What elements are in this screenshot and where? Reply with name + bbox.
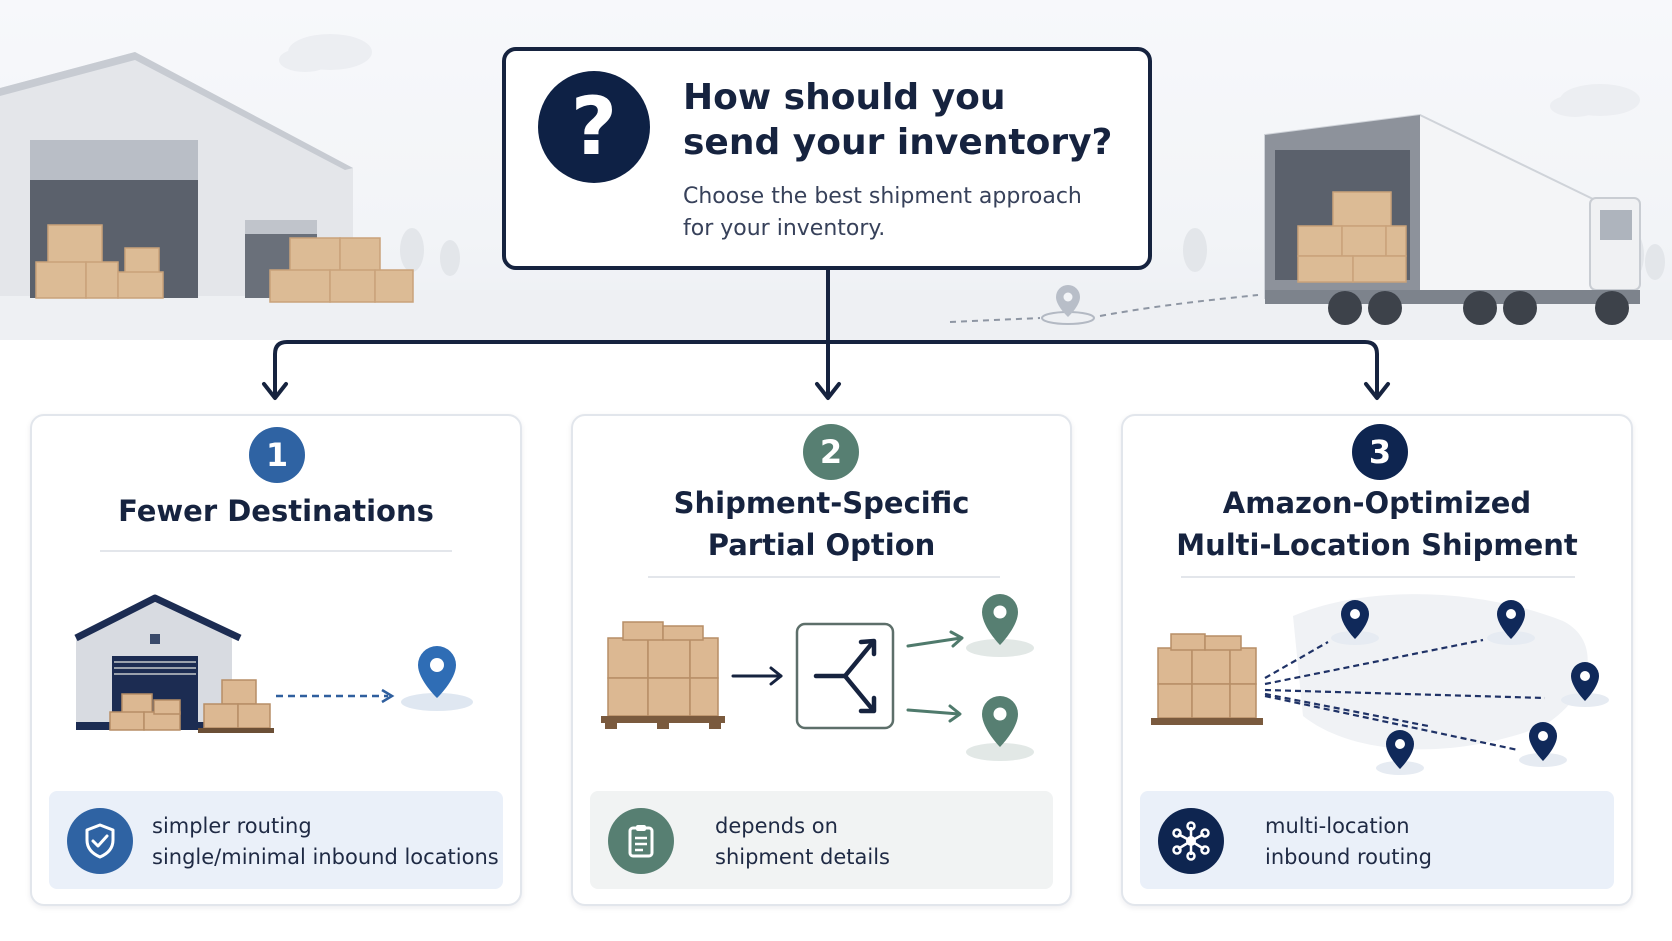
option-card-fewer-destinations[interactable]: 1 Fewer Destinations [30, 414, 522, 906]
pallet-boxes-icon [1151, 633, 1263, 725]
option-number-badge: 2 [803, 424, 859, 480]
location-pin-icon [982, 696, 1018, 747]
title-divider [1181, 576, 1575, 578]
option-footer-text: simpler routing single/minimal inbound l… [152, 814, 499, 869]
option-number-badge: 1 [249, 427, 305, 483]
pallet-boxes-icon [601, 621, 725, 729]
option-footer: depends on shipment details [590, 791, 1053, 889]
arrow-head-right-icon [1364, 382, 1390, 400]
option-footer-text: depends on shipment details [715, 814, 890, 869]
connector-line-branches [273, 340, 1379, 398]
partial-option-illustration [601, 594, 1034, 761]
arrow-head-left-icon [262, 382, 288, 400]
question-box: ? How should you send your inventory? Ch… [502, 47, 1152, 270]
arrow-head-center-icon [815, 382, 841, 400]
location-pin-icon [1341, 600, 1369, 639]
question-title: How should you send your inventory? [683, 77, 1113, 163]
box-stack-icon [35, 224, 414, 303]
location-pin-icon [1497, 600, 1525, 639]
box-stack-icon [109, 679, 274, 733]
option-card-shipment-specific[interactable]: 2 Shipment-Specific Partial Option [571, 414, 1072, 906]
fewer-destinations-illustration [74, 594, 473, 733]
location-pin-icon [418, 646, 456, 698]
location-pin-icon [1056, 285, 1080, 317]
option-footer: simpler routing single/minimal inbound l… [49, 791, 503, 889]
location-pin-icon [982, 594, 1018, 645]
location-pin-icon [1571, 662, 1599, 701]
option-number-badge: 3 [1352, 424, 1408, 480]
location-pin-icon [1386, 730, 1414, 769]
option-card-amazon-optimized[interactable]: 3 Amazon-Optimized Multi-Location Shipme… [1121, 414, 1633, 906]
option-title: Amazon-Optimized Multi-Location Shipment [1176, 486, 1578, 562]
question-subtitle: Choose the best shipment approach for yo… [683, 184, 1082, 241]
question-mark-icon: ? [538, 71, 650, 183]
title-divider [100, 550, 452, 552]
location-pin-icon [1529, 722, 1557, 761]
clipboard-icon [608, 808, 674, 874]
option-footer: multi-location inbound routing [1140, 791, 1614, 889]
split-arrow-icon [813, 638, 877, 714]
option-title: Shipment-Specific Partial Option [673, 486, 970, 562]
shield-check-icon [67, 808, 133, 874]
option-footer-text: multi-location inbound routing [1265, 814, 1432, 869]
delivery-truck-icon [1264, 113, 1641, 325]
multi-location-illustration [1151, 594, 1609, 775]
option-title: Fewer Destinations [118, 494, 434, 528]
network-hub-icon [1158, 808, 1224, 874]
title-divider [648, 576, 1000, 578]
